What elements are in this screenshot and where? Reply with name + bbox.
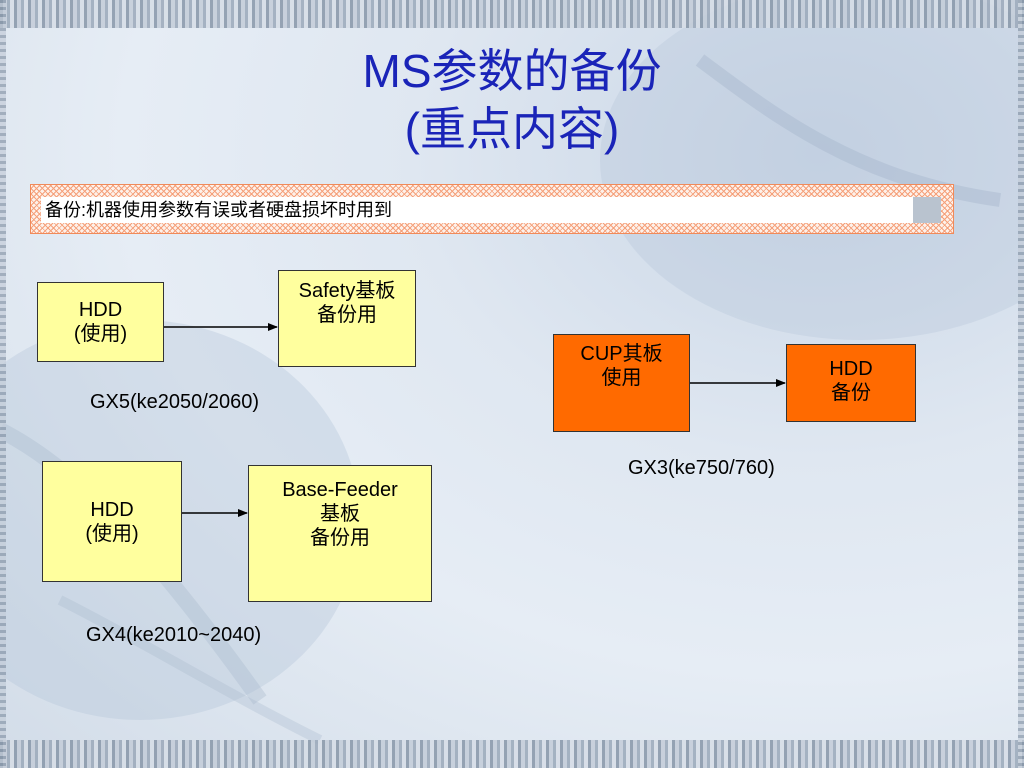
note-banner: 备份:机器使用参数有误或者硬盘损坏时用到 (30, 184, 954, 234)
slide-title-line1: MS参数的备份 (362, 45, 662, 97)
gx4-source-box: HDD (使用) (42, 461, 182, 582)
right-border-pattern (1018, 0, 1024, 768)
slide-title: MS参数的备份 (重点内容) (0, 42, 1024, 158)
gx5-target-box: Safety基板 备份用 (278, 270, 416, 367)
gx5-source-box: HDD (使用) (37, 282, 164, 362)
gx5-target-line1: Safety基板 (298, 280, 396, 302)
gx4-target-line2: 基板 (320, 503, 360, 525)
gx3-source-line2: 使用 (601, 367, 642, 389)
bottom-border-pattern (0, 740, 1024, 768)
gx3-target-box: HDD 备份 (786, 344, 916, 422)
gx5-caption: GX5(ke2050/2060) (90, 391, 260, 413)
top-border-pattern (0, 0, 1024, 28)
gx3-target-line1: HDD (829, 358, 873, 380)
gx3-source-line1: CUP其板 (580, 343, 663, 365)
gx3-caption: GX3(ke750/760) (628, 457, 775, 479)
gx3-source-box: CUP其板 使用 (553, 334, 690, 432)
gx4-target-line1: Base-Feeder (282, 479, 398, 501)
gx4-caption: GX4(ke2010~2040) (86, 624, 262, 646)
gx3-target-line2: 备份 (831, 382, 871, 404)
note-text: 备份:机器使用参数有误或者硬盘损坏时用到 (41, 197, 941, 223)
gx4-target-line3: 备份用 (310, 527, 370, 549)
gx5-target-line2: 备份用 (317, 304, 377, 326)
gx5-source-line2: (使用) (73, 323, 128, 345)
slide-title-line2: (重点内容) (404, 103, 620, 155)
gx4-target-box: Base-Feeder 基板 备份用 (248, 465, 432, 602)
gx4-source-line1: HDD (90, 498, 134, 521)
gx4-source-line2: (使用) (85, 522, 139, 545)
gx5-source-line1: HDD (78, 299, 123, 321)
left-border-pattern (0, 0, 6, 768)
